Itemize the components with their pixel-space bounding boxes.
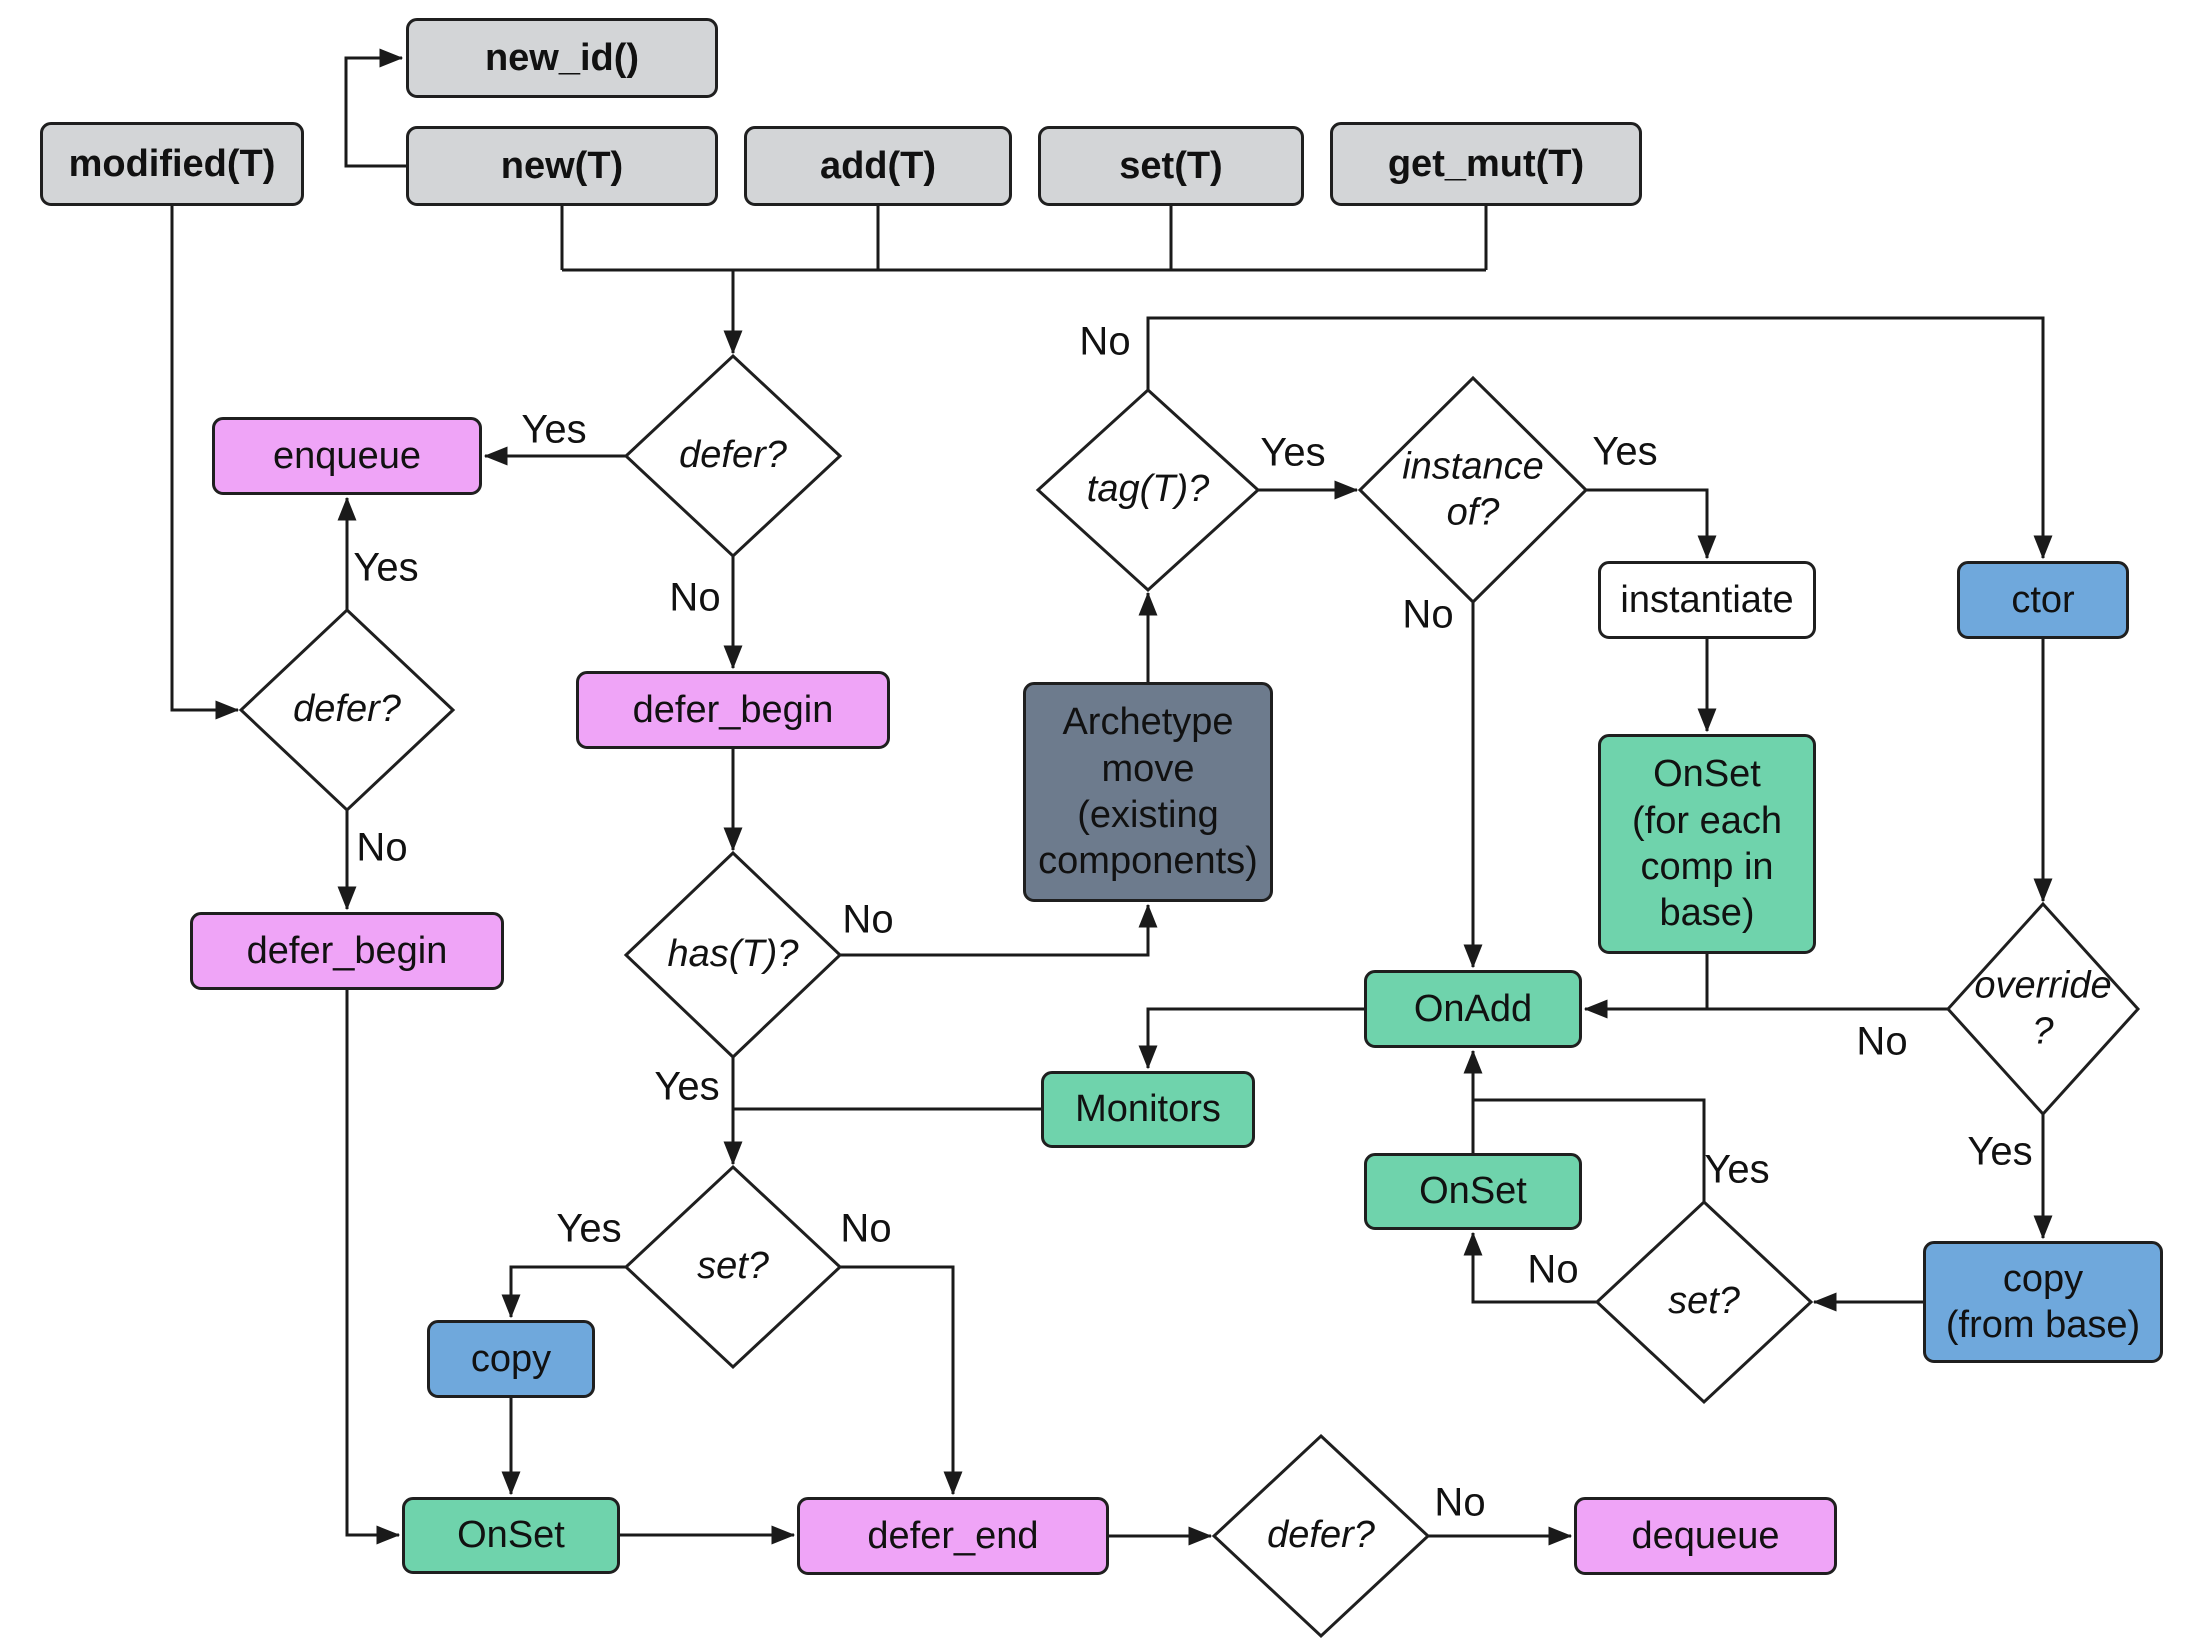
diamond-defer-left bbox=[238, 607, 456, 813]
edge-modified-to-defer-left bbox=[170, 206, 240, 720]
edge-label-instance-yes: Yes bbox=[1592, 429, 1658, 474]
edge-instance-yes-to-instantiate bbox=[1586, 488, 1717, 560]
edge-label-set-center-no: No bbox=[840, 1206, 892, 1251]
node-onadd: OnAdd bbox=[1364, 970, 1582, 1048]
label-defer-bottom: defer? bbox=[1267, 1514, 1375, 1557]
edge-label-set-right-no: No bbox=[1527, 1247, 1579, 1292]
diamond-tag-t bbox=[1035, 387, 1261, 593]
node-new-id: new_id() bbox=[406, 18, 718, 98]
edge-set-center-yes-to-copy bbox=[501, 1265, 626, 1319]
edge-defer-begin-left-to-onset-bottom bbox=[345, 990, 401, 1545]
edge-label-override-yes: Yes bbox=[1967, 1129, 2033, 1174]
edge-tag-no-to-ctor bbox=[1146, 316, 2053, 560]
label-has-t: has(T)? bbox=[667, 933, 799, 976]
node-archetype-move: Archetype move (existing components) bbox=[1023, 682, 1273, 902]
label-set-center: set? bbox=[697, 1245, 769, 1288]
diamond-has-t bbox=[623, 850, 843, 1060]
edge-label-instance-no: No bbox=[1402, 592, 1454, 637]
node-onset-right: OnSet bbox=[1364, 1153, 1582, 1230]
node-defer-begin-center: defer_begin bbox=[576, 671, 890, 749]
edge-label-has-yes: Yes bbox=[654, 1064, 720, 1109]
label-tag-t: tag(T)? bbox=[1086, 468, 1210, 511]
label-defer-center: defer? bbox=[679, 434, 787, 477]
diamond-instance-of bbox=[1357, 375, 1589, 605]
diamond-defer-center bbox=[623, 353, 843, 559]
diamond-override bbox=[1945, 901, 2141, 1117]
label-instance-of: instance of? bbox=[1402, 445, 1544, 533]
edge-set-center-no-to-defer-end bbox=[840, 1265, 963, 1496]
edge-label-defer-bottom-no: No bbox=[1434, 1480, 1486, 1525]
edge-label-defer-left-no: No bbox=[356, 825, 408, 870]
node-add: add(T) bbox=[744, 126, 1012, 206]
node-onset-base: OnSet (for each comp in base) bbox=[1598, 734, 1816, 954]
diamond-set-right bbox=[1594, 1199, 1814, 1405]
node-defer-end: defer_end bbox=[797, 1497, 1109, 1575]
edge-label-tag-no: No bbox=[1079, 319, 1131, 364]
node-dequeue: dequeue bbox=[1574, 1497, 1837, 1575]
diamond-set-center bbox=[623, 1164, 843, 1370]
label-set-right: set? bbox=[1668, 1280, 1740, 1323]
node-defer-begin-left: defer_begin bbox=[190, 912, 504, 990]
node-new: new(T) bbox=[406, 126, 718, 206]
edge-label-defer-center-yes: Yes bbox=[521, 407, 587, 452]
node-copy: copy bbox=[427, 1320, 595, 1398]
node-ctor: ctor bbox=[1957, 561, 2129, 639]
node-set: set(T) bbox=[1038, 126, 1304, 206]
node-get-mut: get_mut(T) bbox=[1330, 122, 1642, 206]
edge-label-has-no: No bbox=[842, 897, 894, 942]
diamond-defer-bottom bbox=[1211, 1433, 1431, 1639]
node-onset-bottom: OnSet bbox=[402, 1497, 620, 1574]
edge-has-no-to-archetype-move bbox=[840, 903, 1158, 957]
edge-onadd-to-monitors bbox=[1138, 1007, 1364, 1070]
edge-label-tag-yes: Yes bbox=[1260, 430, 1326, 475]
edge-set-right-yes-join bbox=[1473, 1098, 1706, 1202]
edge-label-override-no: No bbox=[1856, 1019, 1908, 1064]
edge-label-defer-left-yes: Yes bbox=[353, 545, 419, 590]
edge-label-defer-center-no: No bbox=[669, 575, 721, 620]
node-monitors: Monitors bbox=[1041, 1071, 1255, 1148]
edge-operations-merge bbox=[560, 206, 1488, 272]
edge-label-set-center-yes: Yes bbox=[556, 1206, 622, 1251]
node-enqueue: enqueue bbox=[212, 417, 482, 495]
edge-set-right-no-to-onset-right bbox=[1463, 1231, 1597, 1304]
node-copy-from-base: copy (from base) bbox=[1923, 1241, 2163, 1363]
edge-label-set-right-yes: Yes bbox=[1704, 1147, 1770, 1192]
node-instantiate: instantiate bbox=[1598, 561, 1816, 639]
label-defer-left: defer? bbox=[293, 688, 401, 731]
edge-new-to-new-id bbox=[344, 48, 406, 168]
label-override: override ? bbox=[1974, 964, 2112, 1052]
node-modified: modified(T) bbox=[40, 122, 304, 206]
